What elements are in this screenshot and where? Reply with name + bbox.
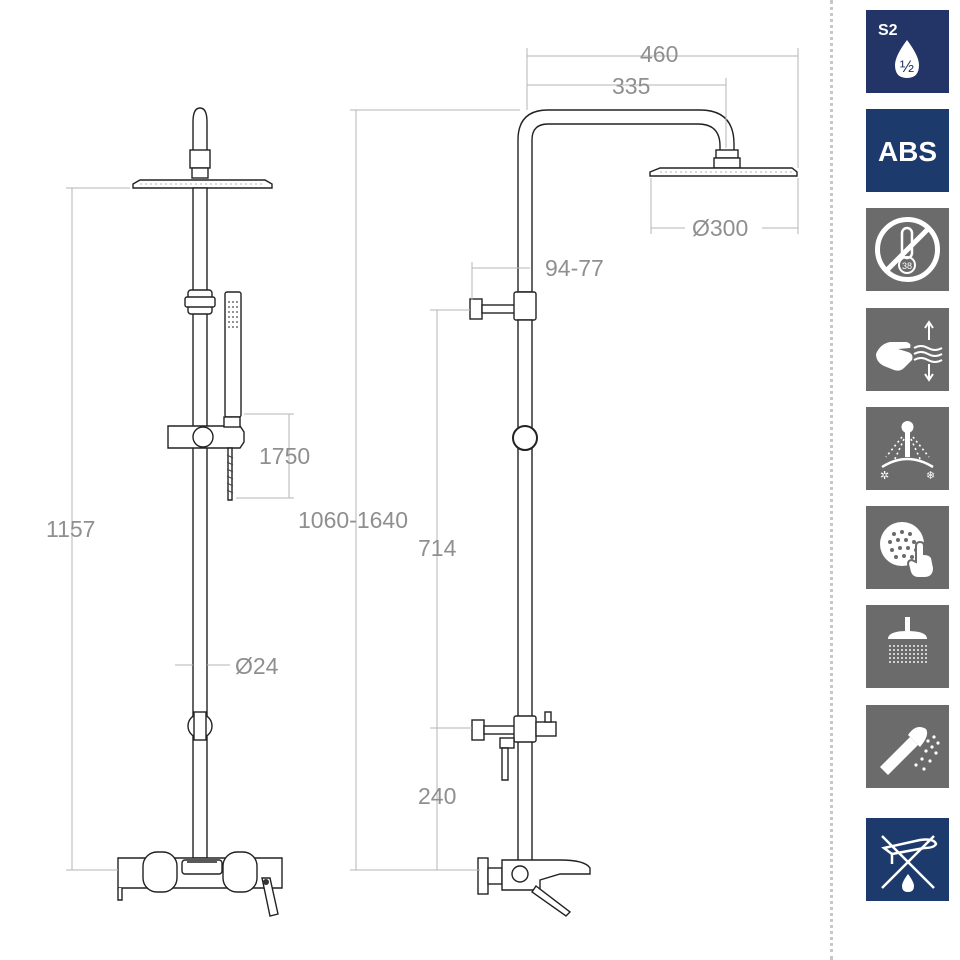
no-bathtub-spout-icon [866,818,949,901]
abs-material-icon: ABS [866,109,949,192]
thermo-label: 38 [902,261,912,271]
svg-text:✲: ✲ [880,469,889,482]
pipe-diameter-label: Ø24 [235,653,279,679]
front-hand-shower [224,291,242,418]
hand-shower-height-label: 1750 [259,443,310,469]
front-dimensions: 1157 1750 Ø24 [46,187,310,871]
no-thermostat-icon: 38 [866,208,949,291]
side-slider-knob [512,425,538,451]
outlet-offset-label: 240 [418,783,456,809]
rain-shower-head-icon [866,605,949,688]
front-shower-head [132,179,273,189]
arm-length-label: 335 [612,73,650,99]
side-view [469,109,798,917]
svg-text:❄: ❄ [926,469,935,482]
anti-lime-nozzles-icon [866,506,949,589]
adjustable-height-label: 1060-1640 [298,507,408,533]
hand-shower-spray-icon [866,705,949,788]
easy-clean-icon [866,308,949,391]
side-riser-pipe [517,319,533,873]
temperature-control-icon: ✲ ❄ [866,407,949,490]
abs-label: ABS [878,136,937,167]
wall-offset-label: 94-77 [545,255,604,281]
front-view [117,107,283,917]
s2-label: S2 [878,22,898,39]
total-height-label: 1157 [46,516,95,542]
side-shower-head [649,167,798,177]
dotted-separator [830,0,833,960]
technical-drawing: 1157 1750 Ø24 [46,41,799,917]
water-saving-s2-icon: S2 ½ [866,10,949,93]
arm-reach-label: 460 [640,41,678,67]
slide-length-label: 714 [418,535,457,561]
side-dimensions: 460 335 Ø300 94-77 1060-1640 714 240 [298,41,799,871]
fraction-label: ½ [900,57,914,76]
head-diameter-label: Ø300 [692,215,748,241]
front-riser-pipe [192,187,208,859]
